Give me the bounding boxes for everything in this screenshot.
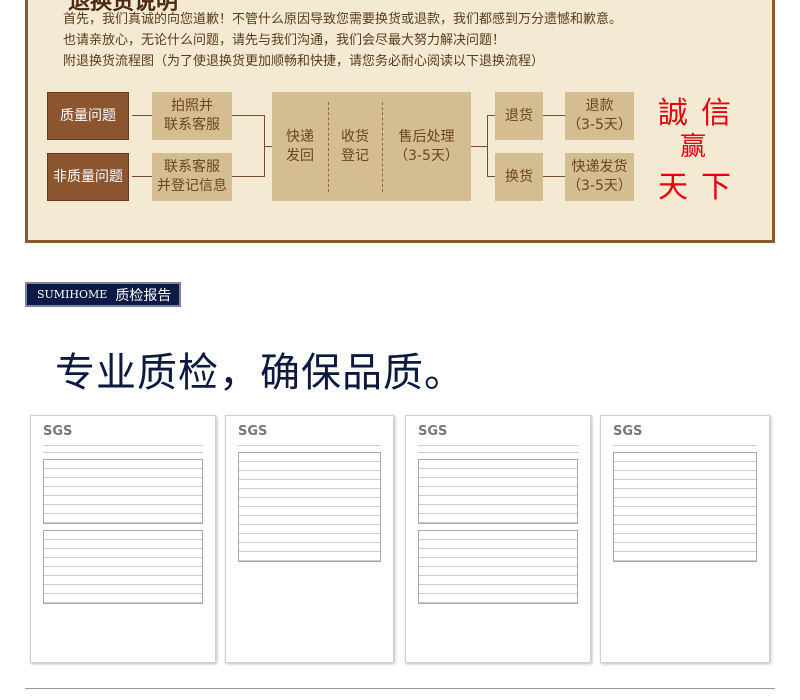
- refund-box: 退款（3-5天）: [565, 92, 634, 140]
- quality-issue-box: 质量问题: [47, 92, 129, 140]
- non-quality-issue-box: 非质量问题: [47, 153, 129, 201]
- brand-name: SUMIHOME: [37, 288, 108, 301]
- after-sales: 售后处理（3-5天）: [394, 128, 459, 164]
- slogan-char: 赢: [680, 132, 707, 162]
- slogan-char: 誠: [658, 96, 688, 131]
- return-box: 退货: [495, 92, 543, 140]
- divider: [25, 688, 775, 689]
- intro-line: 附退换货流程图（为了使退换货更加顺畅和快捷，请您务必耐心阅读以下退换流程）: [63, 54, 545, 69]
- ship-box: 快递发货（3-5天）: [565, 153, 634, 201]
- slogan-char: 信: [701, 96, 731, 131]
- processing-box: 快递发回 收货登记 售后处理（3-5天）: [272, 92, 471, 201]
- intro-line: 首先，我们真诚的向您道歉！不管什么原因导致您需要换货或退款，我们都感到万分遗憾和…: [63, 12, 623, 27]
- policy-title: 退换货说明: [68, 0, 179, 15]
- headline: 专业质检，确保品质。: [55, 350, 465, 396]
- receive-register: 收货登记: [327, 101, 383, 192]
- report-image: SGS: [225, 415, 394, 663]
- intro-line: 也请亲放心，无论什么问题，请先与我们沟通，我们会尽最大努力解决问题！: [63, 33, 506, 48]
- sgs-logo: SGS: [418, 424, 448, 439]
- return-policy-panel: 退换货说明 首先，我们真诚的向您道歉！不管什么原因导致您需要换货或退款，我们都感…: [25, 0, 775, 243]
- express-return: 快递发回: [286, 128, 314, 164]
- contact-register-box: 联系客服并登记信息: [152, 153, 232, 201]
- sgs-logo: SGS: [43, 424, 73, 439]
- report-image: SGS: [600, 415, 770, 663]
- sgs-logo: SGS: [613, 424, 643, 439]
- slogan-char: 下: [701, 170, 731, 205]
- report-image: SGS: [30, 415, 216, 663]
- report-image: SGS: [405, 415, 591, 663]
- sgs-logo: SGS: [238, 424, 268, 439]
- photo-contact-box: 拍照并联系客服: [152, 92, 232, 140]
- slogan-char: 天: [658, 170, 688, 205]
- section-title: 质检报告: [115, 287, 172, 304]
- section-label: SUMIHOME 质检报告: [25, 282, 181, 307]
- exchange-box: 换货: [495, 153, 543, 201]
